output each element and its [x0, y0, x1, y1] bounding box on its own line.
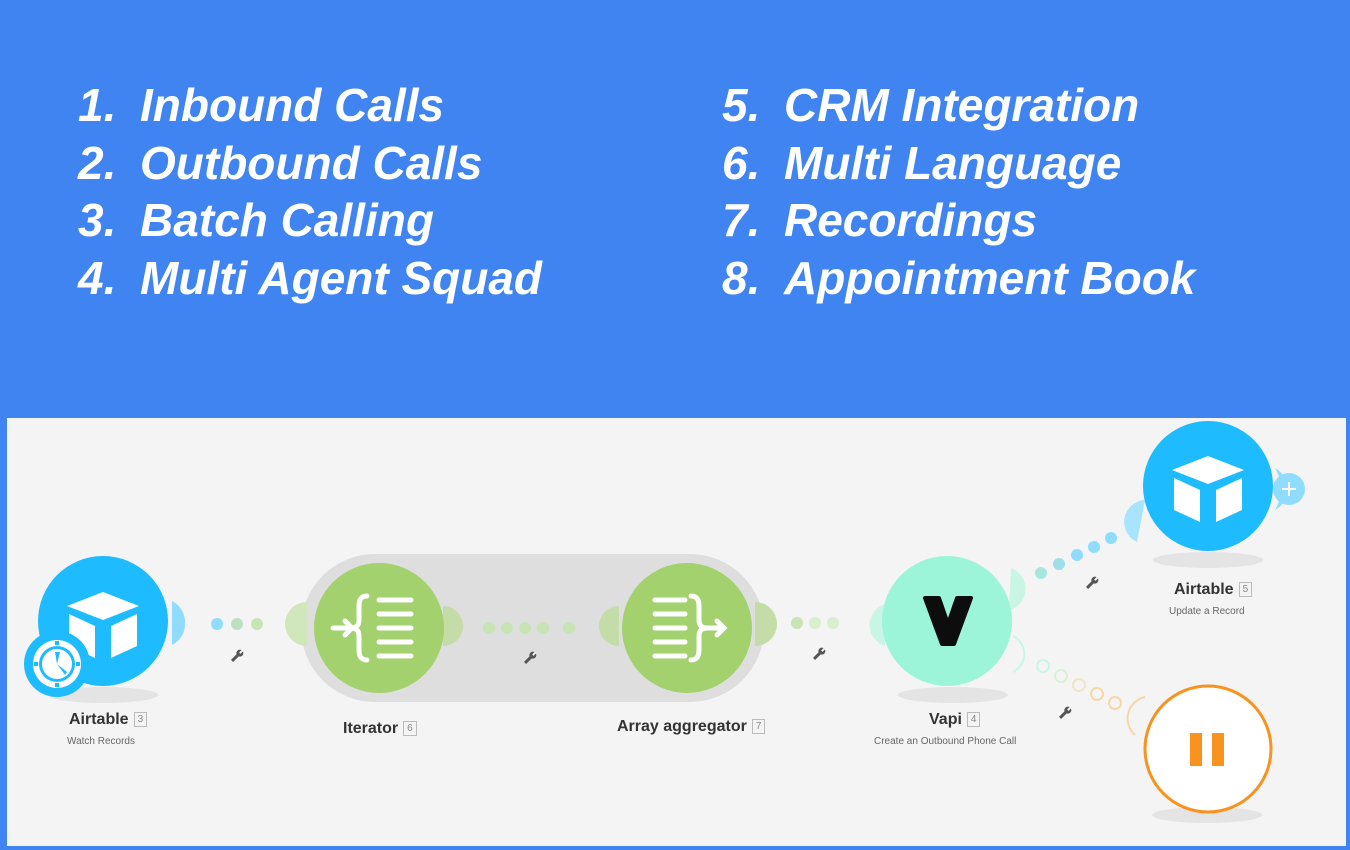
- feature-list: 1.Inbound Calls 2.Outbound Calls 3.Batch…: [0, 0, 1350, 418]
- module-bubble: [1143, 421, 1273, 551]
- module-label: Vapi 4: [929, 711, 981, 729]
- feature-item: 7.Recordings: [722, 194, 1038, 246]
- module-vapi[interactable]: [882, 556, 1012, 686]
- module-id-badge: 3: [133, 712, 148, 727]
- module-title: Iterator: [343, 720, 399, 737]
- module-id-badge: 6: [403, 721, 417, 736]
- feature-item: 4.Multi Agent Squad: [78, 252, 543, 304]
- module-title: Airtable: [69, 711, 129, 728]
- module-title: Vapi: [929, 711, 962, 728]
- airtable-icon: [67, 592, 139, 658]
- feature-item: 8.Appointment Book: [722, 252, 1196, 304]
- module-array-aggregator[interactable]: [622, 563, 752, 693]
- module-id-badge: 4: [966, 712, 981, 727]
- wrench-icon[interactable]: [1058, 705, 1074, 721]
- wrench-icon[interactable]: [523, 650, 539, 666]
- pause-icon: [1190, 733, 1224, 766]
- module-title: Array aggregator: [617, 718, 747, 735]
- module-subtitle: Watch Records: [67, 736, 135, 747]
- wrench-icon[interactable]: [1085, 575, 1101, 591]
- feature-item: 6.Multi Language: [722, 137, 1122, 189]
- connector[interactable]: [755, 602, 885, 646]
- scenario-diagram: [24, 421, 1305, 823]
- connector[interactable]: [1012, 635, 1146, 736]
- module-label: Airtable 5: [1174, 581, 1253, 599]
- airtable-icon: [1172, 456, 1244, 522]
- module-id-badge: 7: [751, 719, 766, 734]
- connector[interactable]: [1009, 500, 1145, 610]
- add-module-button[interactable]: [1273, 468, 1305, 510]
- wrench-icon[interactable]: [812, 646, 828, 662]
- feature-item: 5.CRM Integration: [722, 79, 1140, 131]
- module-iterator[interactable]: [314, 563, 444, 693]
- feature-item: 3.Batch Calling: [78, 194, 434, 246]
- scenario-canvas[interactable]: Airtable 3 Watch Records Iterator 6 Array …: [7, 418, 1346, 846]
- module-subtitle: Update a Record: [1169, 606, 1245, 617]
- iterator-icon: [330, 593, 414, 663]
- module-id-badge: 5: [1238, 582, 1253, 597]
- module-label: Array aggregator 7: [617, 718, 766, 736]
- wrench-icon[interactable]: [230, 648, 246, 664]
- connector[interactable]: [172, 601, 307, 646]
- feature-item: 2.Outbound Calls: [78, 137, 483, 189]
- module-pause[interactable]: [1143, 684, 1273, 814]
- module-airtable-update[interactable]: [1143, 421, 1305, 551]
- clock-icon: [24, 631, 90, 697]
- module-label: Airtable 3: [69, 711, 148, 729]
- module-subtitle: Create an Outbound Phone Call: [874, 736, 1017, 747]
- connector[interactable]: [443, 606, 619, 646]
- module-label: Iterator 6: [343, 720, 417, 738]
- module-title: Airtable: [1174, 581, 1234, 598]
- module-bubble: [1143, 684, 1273, 814]
- feature-item: 1.Inbound Calls: [78, 79, 445, 131]
- module-airtable-watch[interactable]: [24, 556, 168, 697]
- vapi-icon: [923, 596, 973, 646]
- array-aggregator-icon: [652, 593, 728, 663]
